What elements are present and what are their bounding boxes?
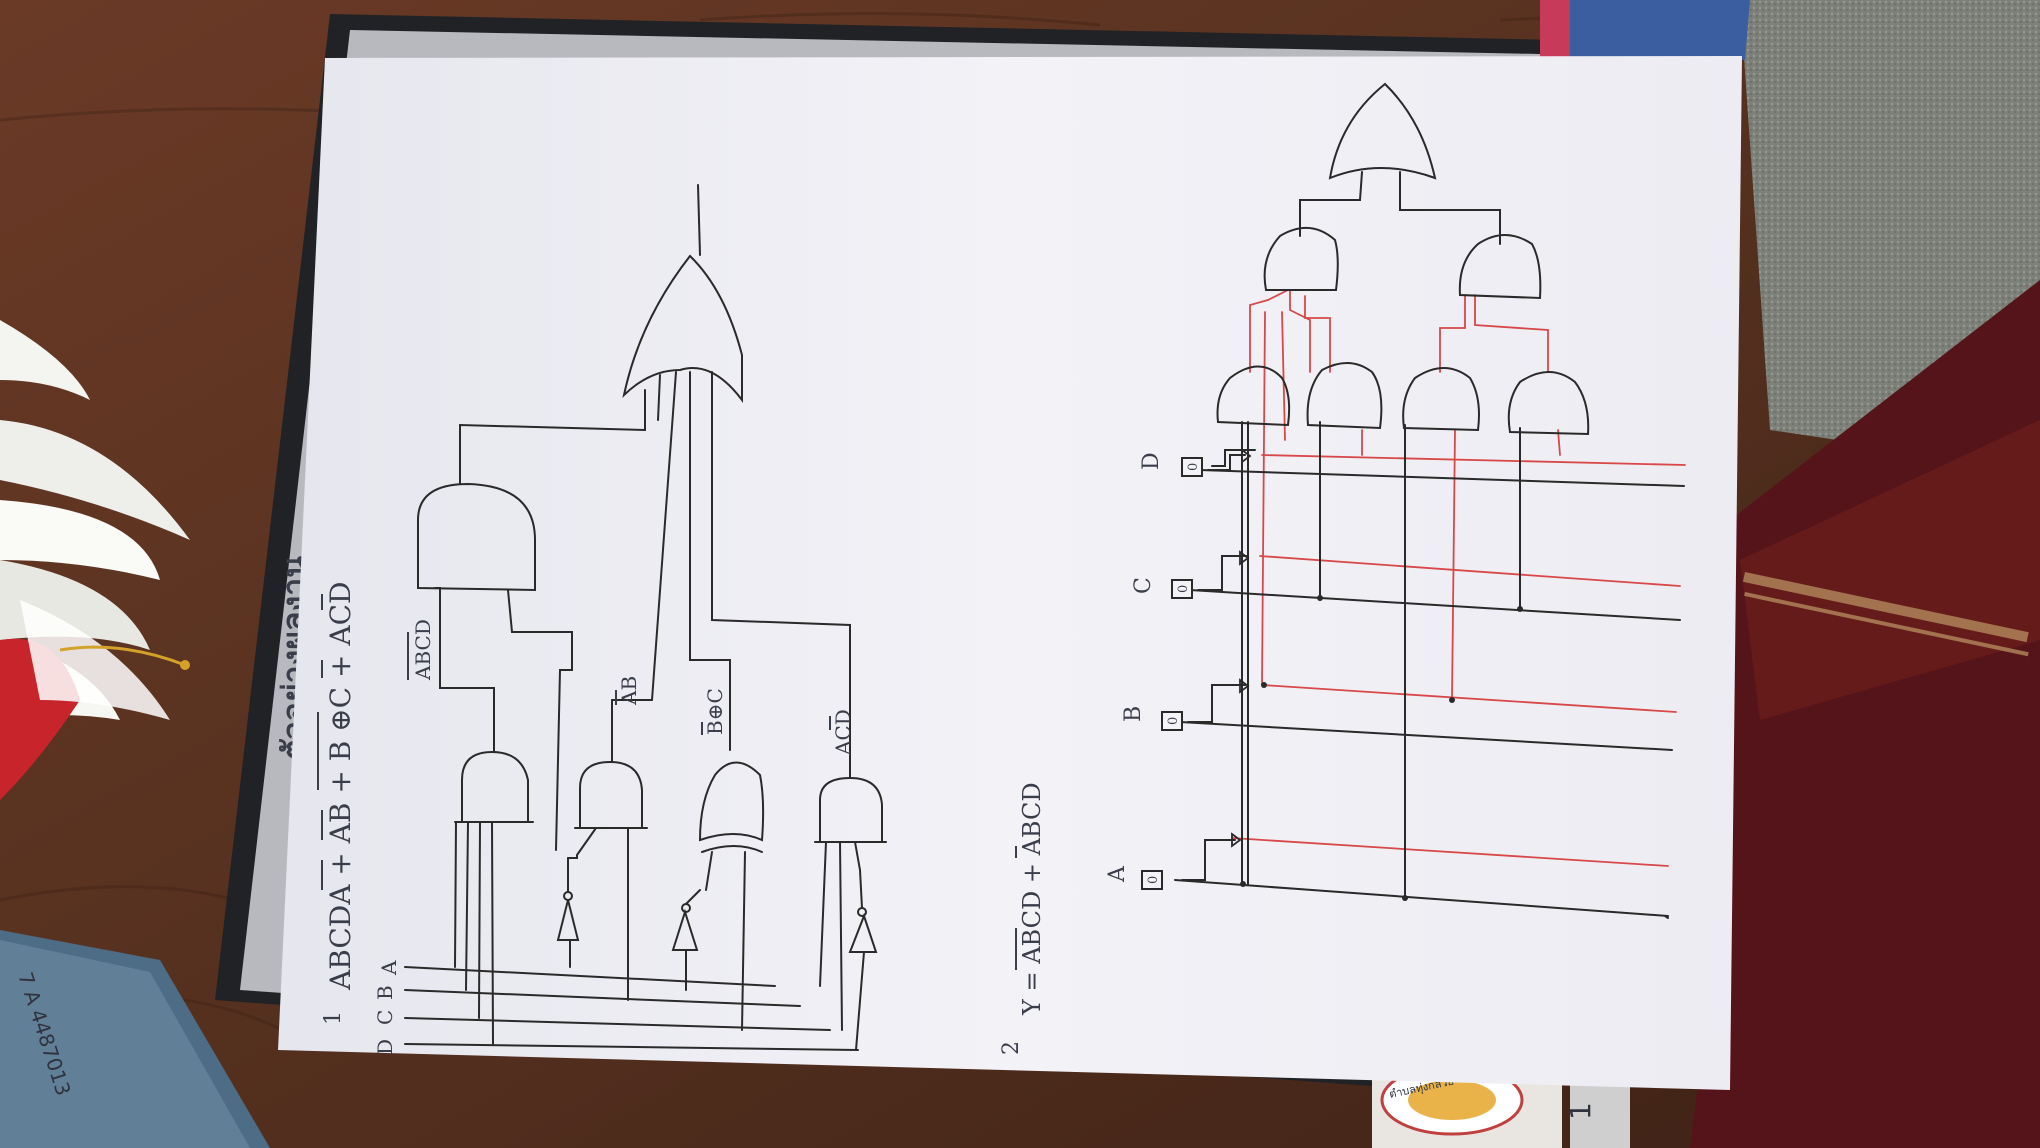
paper-sheet [278, 56, 1742, 1090]
p2-expression: Y = ABCD + ABCD [1018, 782, 1046, 1016]
p2-pin-b [1161, 711, 1183, 731]
p2-pin-a [1141, 870, 1163, 890]
p1-label-bxc: B⊕C [703, 688, 727, 735]
p2-pin-d [1181, 457, 1203, 477]
svg-text:0: 0 [1176, 585, 1191, 593]
p2-input-b: B [1121, 706, 1146, 722]
problem1-circuit [404, 184, 887, 1051]
p1-input-c: C [373, 1010, 397, 1025]
p2-input-labels: A B C D [1105, 452, 1164, 883]
p1-input-labels: D C B A [373, 960, 401, 1055]
p1-input-d: D [373, 1039, 397, 1055]
p1-input-a: A [377, 960, 401, 976]
p1-number: 1 [321, 1011, 346, 1025]
p2-input-c: C [1131, 577, 1156, 594]
p1-label-acd: ACD [831, 709, 855, 756]
p1-overbars [317, 594, 323, 890]
p1-expression: ABCDA + AB + B ⊕C + ACD [324, 582, 357, 991]
p2-pin-c [1171, 579, 1193, 599]
p2-input-d: D [1139, 452, 1164, 470]
p1-label-abcd: ABCD [411, 619, 435, 681]
ribbon-decoration [0, 320, 190, 800]
svg-text:1: 1 [1564, 1102, 1597, 1120]
svg-text:0: 0 [1166, 717, 1181, 725]
p2-number: 2 [999, 1041, 1024, 1055]
cloth-lace [1742, 571, 2029, 657]
p1-input-b: B [373, 985, 397, 1000]
svg-text:0: 0 [1146, 876, 1161, 884]
problem2-circuit [1141, 82, 1686, 919]
p1-label-ab: AB [617, 676, 641, 706]
svg-text:0: 0 [1186, 463, 1201, 471]
p2-input-a: A [1105, 865, 1130, 883]
